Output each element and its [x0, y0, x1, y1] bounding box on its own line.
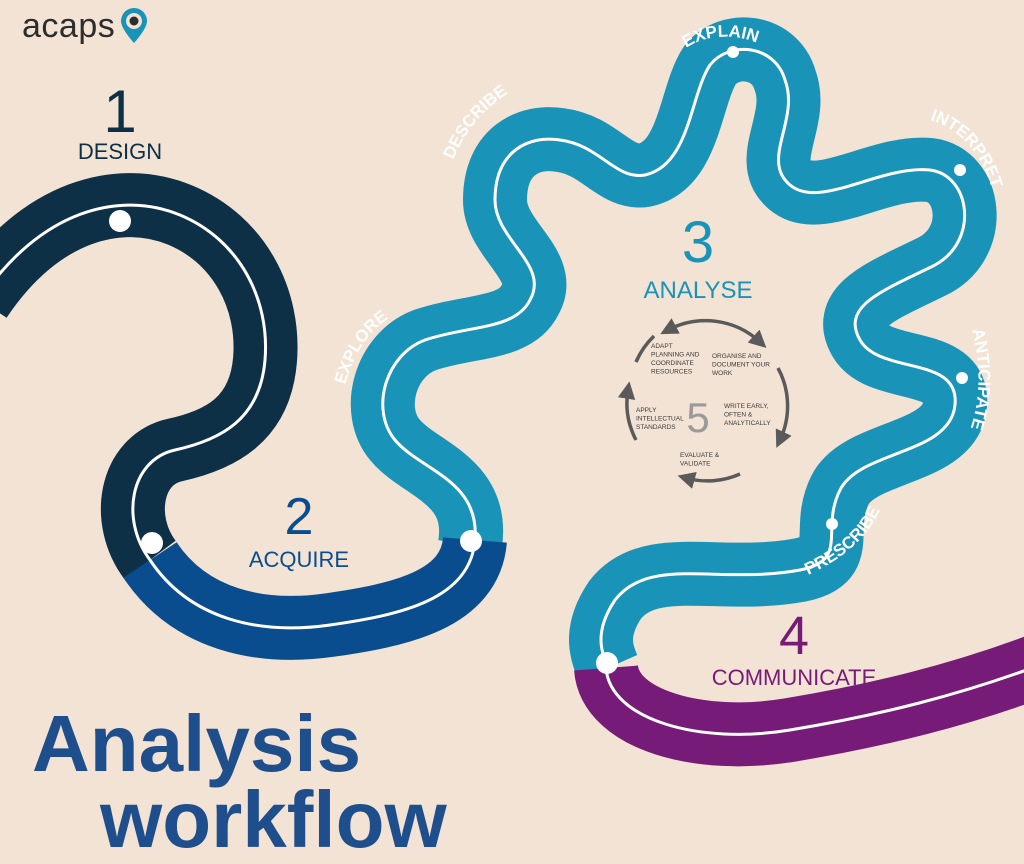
milestone-communicate: [596, 652, 618, 674]
cycle-item-evaluate: EVALUATE & VALIDATE: [680, 452, 721, 468]
milestone-interpret: [954, 164, 966, 176]
step-2-number: 2: [285, 488, 314, 546]
acaps-logo: acaps: [22, 6, 149, 46]
cycle-arrow-right: [775, 367, 792, 448]
milestone-prescribe: [826, 518, 838, 530]
page-title: Analysis workflow: [32, 704, 447, 864]
cycle-item-organise: ORGANISE AND DOCUMENT YOUR WORK: [712, 353, 772, 377]
cycle-number: 5: [686, 394, 709, 441]
title-line-1: Analysis: [32, 699, 362, 788]
milestone-acquire-start: [141, 532, 163, 554]
step-3-label: ANALYSE: [644, 277, 753, 304]
step-3-number: 3: [682, 210, 714, 275]
step-1-label: DESIGN: [78, 139, 162, 164]
cycle-item-adapt: ADAPT PLANNING AND COORDINATE RESOURCES: [651, 343, 701, 376]
cycle-item-apply: APPLY INTELLECTUAL STANDARDS: [636, 407, 685, 431]
brand-name: acaps: [22, 6, 116, 45]
step-2-label: ACQUIRE: [249, 547, 349, 572]
cycle-arrow-top: [660, 318, 767, 348]
step-1-number: 1: [103, 78, 136, 145]
location-pin-icon: [121, 8, 148, 43]
cycle-arrow-left: [617, 381, 638, 441]
cycle-arrow-upper-left: [634, 334, 656, 363]
milestone-explain: [727, 46, 739, 58]
milestone-design: [109, 210, 131, 232]
milestone-anticipate: [956, 372, 968, 384]
title-line-2: workflow: [100, 775, 447, 864]
cycle-item-write: WRITE EARLY, OFTEN & ANALYTICALLY: [724, 403, 771, 427]
milestone-acquire-end: [460, 530, 482, 552]
cycle-diagram: 5 ADAPT PLANNING AND COORDINATE RESOURCE…: [617, 318, 792, 489]
communicate-center-line: [604, 667, 1024, 736]
step-4-label: COMMUNICATE: [712, 665, 877, 690]
cycle-arrow-bottom: [677, 471, 741, 489]
step-4-number: 4: [779, 606, 809, 666]
